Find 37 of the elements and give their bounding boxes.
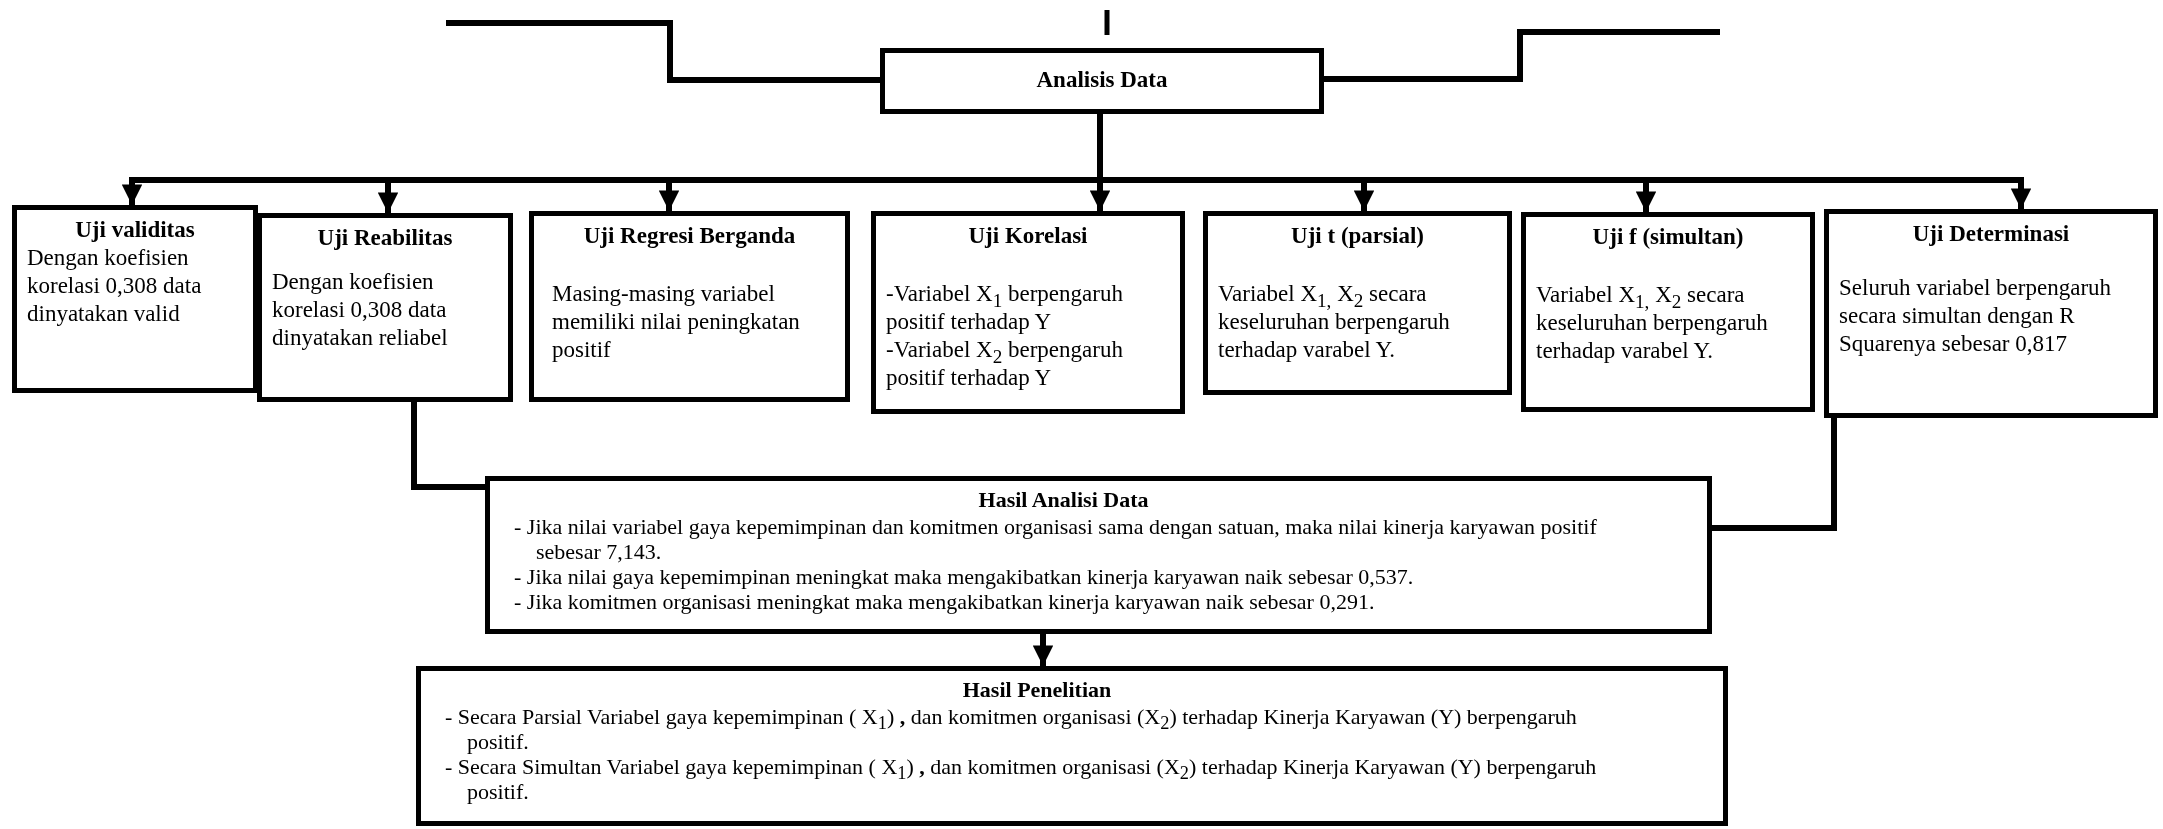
box-text: -Variabel X$_{2}$ berpengaruh positif terhadap Y	[886, 336, 1124, 392]
box-text: Masing-masing variabel memiliki nilai peningkatan positif	[551, 280, 801, 364]
box-text: Dengan koefisien korelasi 0,308 data dinyatakan reliabel	[272, 268, 449, 352]
arrow	[1032, 634, 1054, 666]
process-box	[1203, 211, 1512, 395]
box-heading: Hasil Penelitian	[961, 677, 1113, 702]
box-heading: Uji Determinasi	[1911, 220, 2071, 248]
process-box	[257, 213, 513, 402]
box-heading: Uji validitas	[74, 216, 196, 244]
process-box	[871, 211, 1185, 414]
box-heading: Uji Regresi Berganda	[582, 222, 797, 250]
title-box	[880, 48, 1324, 114]
box-text: - Jika nilai gaya kepemimpinan meningkat maka mengakibatkan kinerja karyawan naik sebesar 0,537.	[513, 564, 1415, 589]
box-heading: Hasil Analisi Data	[977, 487, 1150, 512]
box-heading: Uji f (simultan)	[1591, 223, 1745, 251]
connector-line	[1324, 29, 1720, 82]
box-text: - Jika nilai variabel gaya kepemimpinan dan komitmen organisasi sama dengan satuan, maka nilai kinerja karyawan positif sebesar 7,143.	[513, 514, 1598, 564]
box-heading: Uji t (parsial)	[1290, 222, 1425, 250]
box-text: - Secara Parsial Variabel gaya kepemimpinan ( X$_{1}$) , dan komitmen organisasi (X$_{2}$) terhadap Kinerja Karyawan (Y) berpengaruh positif.	[444, 704, 1578, 754]
process-box	[529, 211, 850, 402]
process-box	[416, 666, 1728, 826]
box-text: - Secara Simultan Variabel gaya kepemimpinan ( X$_{1}$) , dan komitmen organisasi (X$_{2}$) terhadap Kinerja Karyawan (Y) berpengaruh positif.	[444, 754, 1598, 804]
box-text: Variabel X$_{1,}$ X$_{2}$ secara keseluruhan berpengaruh terhadap varabel Y.	[1536, 281, 1769, 365]
box-text: Variabel X$_{1,}$ X$_{2}$ secara keseluruhan berpengaruh terhadap varabel Y.	[1218, 280, 1451, 364]
process-box	[485, 476, 1712, 634]
box-heading: Uji Korelasi	[967, 222, 1089, 250]
box-text: - Jika komitmen organisasi meningkat maka mengakibatkan kinerja karyawan naik sebesar 0,291.	[513, 589, 1376, 614]
process-box	[1824, 209, 2158, 418]
connector-line	[1712, 418, 1837, 531]
connector-line	[446, 20, 880, 83]
process-box	[12, 205, 258, 393]
box-heading: Uji Reabilitas	[316, 224, 454, 252]
box-text: Seluruh variabel berpengaruh secara simultan dengan R Squarenya sebesar 0,817	[1839, 274, 2113, 358]
box-text: Dengan koefisien korelasi 0,308 data dinyatakan valid	[27, 244, 203, 328]
process-box	[1521, 212, 1815, 412]
connector-line	[411, 402, 485, 490]
box-heading: Analisis Data	[1035, 66, 1169, 94]
